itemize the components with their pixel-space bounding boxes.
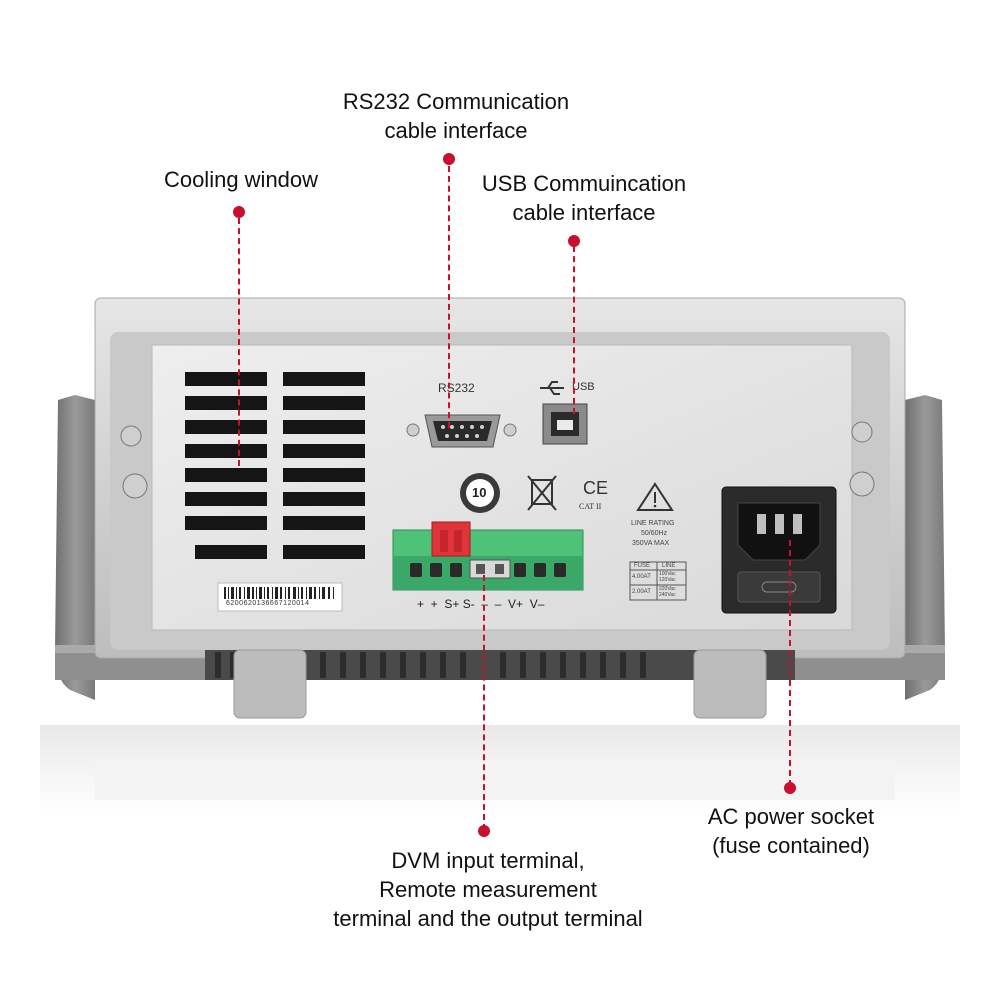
cert-number: 10	[472, 485, 487, 500]
cooling-leader-line	[238, 218, 240, 466]
barcode-text: 6200620136667120014	[226, 600, 310, 607]
usb-panel-label: USB	[572, 381, 595, 393]
rs232-callout: RS232 Communication cable interface	[296, 87, 616, 145]
dvm-callout-line3: terminal and the output terminal	[333, 906, 643, 931]
fuse-header: FUSE	[634, 563, 651, 569]
weee-icon	[527, 475, 557, 511]
ac-callout-line1: AC power socket	[707, 804, 875, 829]
dvm-leader-dot	[478, 825, 490, 837]
usb-callout-line1: USB Commuincation	[481, 171, 687, 196]
dvm-callout: DVM input terminal, Remote measurement t…	[283, 846, 693, 933]
right-handle	[905, 395, 945, 700]
usb-leader-dot	[568, 235, 580, 247]
rs232-port	[424, 414, 501, 448]
usb-port	[542, 403, 588, 445]
ac-callout: AC power socket (fuse contained)	[676, 802, 906, 860]
dvm-callout-line1: DVM input terminal,	[391, 848, 585, 873]
line-rating-2: 50/60Hz	[641, 530, 668, 537]
rs232-callout-line2: cable interface	[384, 118, 528, 143]
ac-power-socket	[721, 486, 837, 614]
usb-callout-line2: cable interface	[512, 200, 656, 225]
dvm-leader-line	[483, 575, 485, 830]
usb-symbol	[540, 381, 564, 395]
left-handle	[55, 395, 95, 700]
left-foot	[233, 649, 307, 719]
red-jumper	[431, 521, 471, 557]
ac-leader-dot	[784, 782, 796, 794]
cooling-leader-dot	[233, 206, 245, 218]
fuse-2: 2.00AT	[632, 589, 651, 595]
line-2: 220Vac 240Vac	[659, 586, 676, 598]
cat-label: CAT II	[579, 502, 602, 511]
cooling-callout-line1: Cooling window	[163, 167, 319, 192]
fuse-1: 4.00AT	[632, 574, 651, 580]
fuse-table	[629, 561, 687, 601]
rs232-panel-label: RS232	[438, 381, 475, 395]
rs232-callout-line1: RS232 Communication	[342, 89, 570, 114]
rs232-leader-dot	[443, 153, 455, 165]
ce-mark: CE	[583, 478, 609, 498]
cooling-window	[185, 372, 365, 559]
ac-callout-line2: (fuse contained)	[712, 833, 870, 858]
line-header: LINE	[662, 563, 676, 569]
right-foot	[693, 649, 767, 719]
line-1: 100Vac 120Vac	[659, 571, 676, 583]
rs232-leader-line	[448, 166, 450, 428]
warning-icon	[636, 482, 674, 511]
line-rating-1: LINE RATING	[631, 520, 675, 527]
line-rating-3: 350VA MAX	[632, 540, 670, 547]
terminal-block	[392, 521, 584, 591]
dvm-callout-line2: Remote measurement	[379, 877, 597, 902]
usb-callout: USB Commuincation cable interface	[444, 169, 724, 227]
terminal-labels: + + S+ S- – – V+ V–	[417, 597, 545, 611]
cooling-callout: Cooling window	[141, 165, 341, 194]
usb-leader-line	[573, 246, 575, 414]
ac-leader-line	[789, 540, 791, 786]
